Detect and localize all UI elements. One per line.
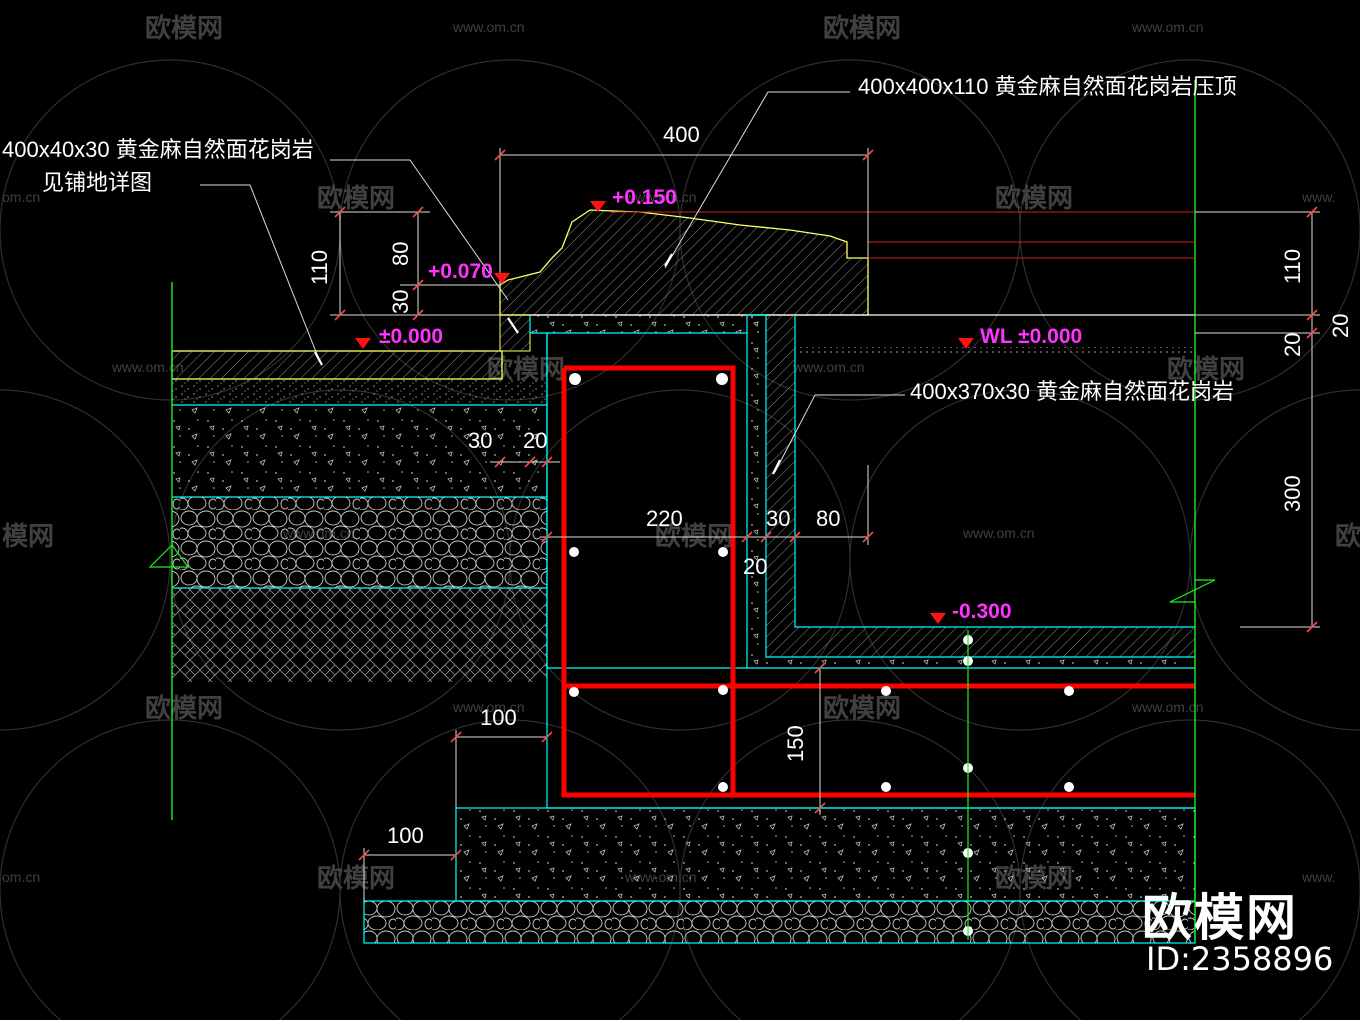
dim-30-left: 30 <box>468 428 492 453</box>
level-ground: ±0.000 <box>379 325 443 348</box>
level-triangle <box>930 613 946 624</box>
watermark-site: www.om.cn <box>452 19 525 35</box>
watermark-site: www.om.cn <box>624 189 697 205</box>
dimension-ticks <box>334 149 1318 861</box>
watermark-site: om.cn <box>2 189 40 205</box>
dim-80-right: 80 <box>816 506 840 531</box>
watermark-site: www.om.cn <box>962 525 1035 541</box>
watermark-brand: 模网 <box>2 521 54 551</box>
level-coping-top: +0.150 <box>612 186 677 209</box>
watermark-site: om.cn <box>2 869 40 885</box>
watermark-brand: 欧模网 <box>317 183 395 213</box>
dimension-lines <box>330 148 1320 901</box>
note-coping: 400x400x110 黄金麻自然面花岗岩压顶 <box>858 74 1237 99</box>
watermark-brand: 欧模网 <box>145 693 223 723</box>
watermark-site: www.om.cn <box>111 359 184 375</box>
level-triangle <box>958 338 974 349</box>
dim-right-300: 300 <box>1280 475 1305 512</box>
paving-stone <box>171 350 503 380</box>
watermark-brand: 欧模网 <box>655 521 733 551</box>
watermark-brand: 欧模网 <box>317 863 395 893</box>
watermark-brand: 欧 <box>1335 521 1360 551</box>
dim-upper-80: 80 <box>388 242 413 266</box>
watermark-brand: 欧模网 <box>823 693 901 723</box>
level-markers <box>355 201 974 624</box>
concrete-base <box>172 405 547 497</box>
gravel-bed <box>172 497 547 588</box>
dim-220: 220 <box>646 506 683 531</box>
model-id: ID:2358896 <box>1146 940 1334 978</box>
gravel-base <box>363 900 1196 944</box>
rebar <box>561 365 1195 798</box>
watermark-site: www. <box>1301 869 1335 885</box>
dim-right-20a: 20 <box>1280 333 1305 357</box>
watermark-brand: 欧模网 <box>1167 354 1245 384</box>
watermark-site: www. <box>1301 189 1335 205</box>
watermark-brand: 欧模网 <box>995 183 1073 213</box>
dim-100-lower: 100 <box>387 823 424 848</box>
step-stone <box>499 314 531 352</box>
level-water: WL ±0.000 <box>980 325 1082 348</box>
level-triangle <box>355 338 371 349</box>
note-paving-ref: 见铺地详图 <box>42 170 152 195</box>
water-surface <box>795 347 1195 353</box>
break-line <box>1169 579 1216 603</box>
dim-right-20b: 20 <box>1328 314 1353 338</box>
watermark-site: www.om.cn <box>1131 699 1204 715</box>
break-line <box>148 544 190 568</box>
dim-150: 150 <box>783 725 808 762</box>
dim-20-mid: 20 <box>743 554 767 579</box>
pool-wall <box>363 314 1196 944</box>
watermark-brand: 欧模网 <box>145 13 223 43</box>
coping-stone <box>499 209 869 316</box>
level-pool-bottom: -0.300 <box>952 600 1012 623</box>
watermark-site: www.om.cn <box>1131 19 1204 35</box>
watermark-site: www.om.cn <box>452 699 525 715</box>
rebar-dots <box>569 373 1074 936</box>
dim-20-left: 20 <box>523 428 547 453</box>
note-wall-cladding: 400x370x30 黄金麻自然面花岗岩 <box>910 379 1234 404</box>
level-triangle <box>494 273 510 284</box>
ground-layers <box>148 282 547 820</box>
level-step: +0.070 <box>428 260 493 283</box>
dim-30-right: 30 <box>766 506 790 531</box>
leader-lines <box>200 91 905 473</box>
watermark-brand: 欧模网 <box>823 13 901 43</box>
dim-100-upper: 100 <box>480 705 517 730</box>
dim-coping-height: 110 <box>307 250 332 285</box>
watermark-site: www.om.cn <box>792 359 865 375</box>
brand-logo: 欧模网 <box>1142 889 1298 947</box>
cushion-concrete <box>455 807 1196 902</box>
level-triangle <box>590 201 606 212</box>
mortar-bed <box>172 379 547 405</box>
dim-coping-width: 400 <box>663 122 700 147</box>
note-paving: 400x40x30 黄金麻自然面花岗岩 <box>2 137 314 162</box>
compacted-soil <box>172 588 547 682</box>
dim-right-110: 110 <box>1280 249 1305 284</box>
dim-upper-30: 30 <box>388 290 413 314</box>
